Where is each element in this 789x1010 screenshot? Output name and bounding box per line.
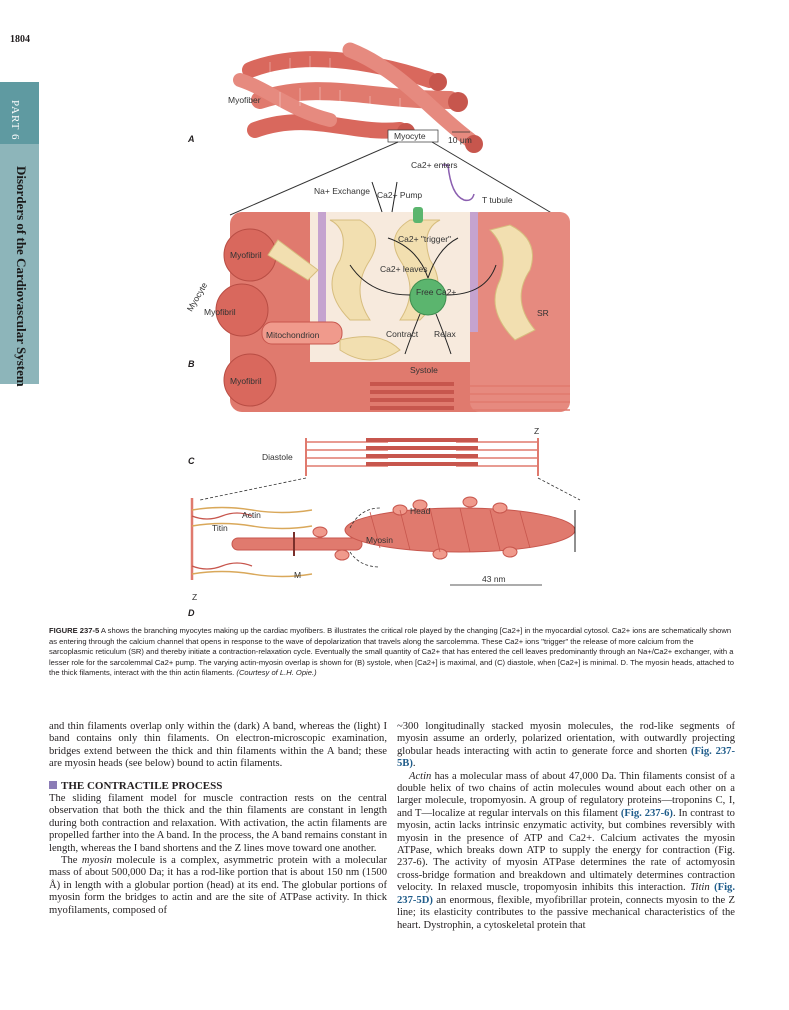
caption-label: FIGURE 237-5 — [49, 626, 100, 635]
label-na-exchange: Na+ Exchange — [314, 186, 370, 196]
diastole-filaments — [305, 438, 539, 476]
right-column: ~300 longitudinally stacked myosin molec… — [397, 721, 735, 932]
label-diastole: Diastole — [262, 452, 293, 462]
label-mitochondrion: Mitochondrion — [266, 330, 320, 340]
panel-label-a: A — [187, 134, 195, 144]
label-myosin: Myosin — [366, 535, 393, 545]
sidebar-title: Disorders of the Cardiovascular System — [14, 166, 29, 387]
panel-label-c: C — [188, 456, 195, 466]
label-ca-enters: Ca2+ enters — [411, 160, 458, 170]
label-actin: Actin — [242, 510, 261, 520]
panel-label-b: B — [188, 359, 195, 369]
figure-ref-6[interactable]: (Fig. 237-6) — [620, 807, 673, 819]
myofiber-illustration — [233, 42, 483, 153]
section-heading: THE CONTRACTILE PROCESS — [49, 780, 387, 792]
paragraph-right-2: Actin has a molecular mass of about 47,0… — [397, 770, 735, 931]
myosin-actin-detail — [190, 496, 576, 586]
paragraph-left-1: and thin filaments overlap only within t… — [49, 721, 387, 770]
label-ca-trigger: Ca2+ "trigger" — [398, 234, 451, 244]
label-myofiber: Myofiber — [228, 95, 261, 105]
label-contract: Contract — [386, 329, 419, 339]
heading-square-icon — [49, 780, 57, 789]
label-t-tubule: T tubule — [482, 195, 513, 205]
sidebar-part: PART 6 — [9, 100, 21, 141]
label-myofibril-3: Myofibril — [230, 376, 262, 386]
caption-credit: (Courtesy of L.H. Opie.) — [236, 668, 317, 678]
label-titin: Titin — [212, 523, 228, 533]
label-m: M — [294, 570, 301, 580]
sidebar-tab-head — [0, 82, 39, 144]
paragraph-left-3: The myosin molecule is a complex, asymme… — [49, 855, 387, 916]
figure-ref-5d[interactable]: (Fig. 237-5D) — [397, 882, 735, 906]
label-z-bottom: Z — [192, 592, 197, 602]
left-column: and thin filaments overlap only within t… — [49, 721, 387, 917]
page-number: 1804 — [10, 34, 30, 45]
label-scale: 10 μm — [448, 135, 472, 145]
figure-caption: FIGURE 237-5 A shows the branching myocy… — [49, 626, 735, 679]
label-head: Head — [410, 506, 431, 516]
label-free-ca: Free Ca2+ — [416, 287, 456, 297]
label-myocyte: Myocyte — [394, 131, 426, 141]
label-myofibril-1: Myofibril — [230, 250, 262, 260]
label-z-top: Z — [534, 426, 539, 436]
label-systole: Systole — [410, 365, 438, 375]
label-ca-leaves: Ca2+ leaves — [380, 264, 428, 274]
label-sr: SR — [537, 308, 549, 318]
figure-237-5: Myofiber A Myocyte 10 μm Ca2+ enters Na+… — [185, 42, 581, 618]
myocyte-cross-section — [215, 212, 570, 412]
paragraph-right-1: ~300 longitudinally stacked myosin molec… — [397, 721, 735, 770]
paragraph-left-2: The sliding filament model for muscle co… — [49, 793, 387, 854]
label-myofibril-2: Myofibril — [204, 307, 236, 317]
label-ca-pump: Ca2+ Pump — [377, 190, 422, 200]
figure-ref-5b[interactable]: (Fig. 237-5B) — [397, 745, 735, 770]
systole-filaments — [320, 382, 570, 411]
panel-label-d: D — [188, 608, 195, 618]
label-relax: Relax — [434, 329, 456, 339]
label-43nm: 43 nm — [482, 574, 506, 584]
caption-text: A shows the branching myocytes making up… — [49, 626, 734, 678]
